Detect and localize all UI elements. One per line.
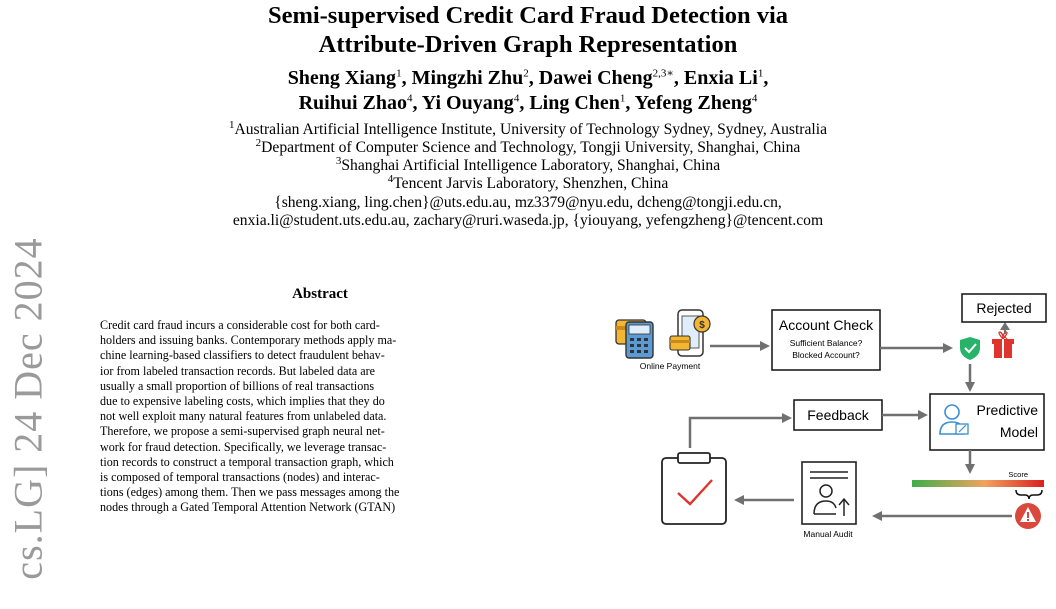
rejected-label: Rejected bbox=[976, 300, 1031, 316]
clipboard-check-icon bbox=[661, 452, 727, 525]
high-score-brace bbox=[1015, 489, 1043, 500]
fraud-detection-pipeline-figure: $ Online Payment Account Check Sufficien… bbox=[615, 293, 1047, 539]
abstract-heading: Abstract bbox=[292, 286, 348, 302]
abstract-line: tion records to construct a temporal tra… bbox=[100, 454, 394, 469]
score-label: Score bbox=[1008, 470, 1028, 479]
author-affiliation-marker: 4 bbox=[751, 92, 758, 105]
abstract-line: is composed of temporal transactions (no… bbox=[100, 470, 380, 485]
arrow-to-predictive-model bbox=[965, 364, 975, 392]
author-affiliation-marker: 1 bbox=[757, 67, 764, 80]
account-check-question-2: Blocked Account? bbox=[792, 350, 860, 360]
account-check-question-1: Sufficient Balance? bbox=[790, 338, 863, 348]
predictive-model-label-2: Model bbox=[1000, 424, 1038, 440]
rejected-box bbox=[961, 293, 1047, 323]
paper-title-line-2: Attribute-Driven Graph Representation bbox=[318, 31, 738, 58]
arrow-clipboard-to-feedback bbox=[688, 413, 792, 448]
author-name: Yefeng Zheng bbox=[634, 92, 752, 114]
abstract-line: not well exploit many natural features f… bbox=[100, 409, 387, 424]
author-name: Yi Ouyang bbox=[421, 92, 514, 114]
author-list-line-2: Ruihui Zhao4, Yi Ouyang4, Ling Chen1, Ye… bbox=[298, 92, 758, 114]
abstract-line: usually a small proportion of billions o… bbox=[100, 378, 375, 393]
manual-audit-label: Manual Audit bbox=[803, 529, 853, 539]
online-payment-label: Online Payment bbox=[640, 361, 701, 371]
feedback-box bbox=[793, 399, 883, 431]
abstract-line: ior from labeled transaction records. Bu… bbox=[100, 363, 376, 378]
email-line-1: {sheng.xiang, ling.chen}@uts.edu.au, mz3… bbox=[274, 194, 782, 211]
manual-audit-icon bbox=[801, 461, 857, 525]
affiliation-1: 1Australian Artificial Intelligence Inst… bbox=[229, 118, 827, 138]
author-name: Dawei Cheng bbox=[538, 67, 653, 89]
abstract-line: due to expensive labeling costs, which i… bbox=[100, 394, 385, 409]
paper-title-line-1: Semi-supervised Credit Card Fraud Detect… bbox=[267, 2, 789, 29]
author-affiliation-marker: 1 bbox=[396, 67, 402, 80]
author-affiliation-marker: 4 bbox=[513, 92, 520, 105]
author-name: Sheng Xiang bbox=[287, 67, 397, 89]
arrow-warning-to-audit bbox=[872, 511, 1012, 521]
abstract-line: tions (edges) among them. Then we pass m… bbox=[100, 485, 400, 500]
author-affiliation-marker: 1 bbox=[619, 92, 626, 105]
author-affiliation-marker: 2,3∗ bbox=[652, 67, 674, 80]
analyst-icon bbox=[939, 404, 969, 435]
abstract-line: nodes through a Gated Temporal Attention… bbox=[100, 500, 396, 515]
abstract-line: Credit card fraud incurs a considerable … bbox=[100, 318, 380, 332]
online-payment-icon: $ bbox=[615, 309, 711, 359]
affiliation-3: 3Shanghai Artificial Intelligence Labora… bbox=[335, 154, 721, 174]
author-name: Ruihui Zhao bbox=[298, 92, 407, 114]
arrow-model-to-score bbox=[965, 450, 975, 474]
abstract-body: Credit card fraud incurs a considerable … bbox=[100, 318, 540, 516]
arrow-check-to-decision bbox=[880, 343, 953, 353]
abstract-line: holders and issuing banks. Contemporary … bbox=[100, 333, 397, 348]
abstract-line: Therefore, we propose a semi-supervised … bbox=[100, 424, 385, 439]
email-line-2: enxia.li@student.uts.edu.au, zachary@rur… bbox=[232, 212, 824, 229]
arrow-audit-to-clipboard bbox=[734, 495, 794, 505]
author-name: Enxia Li bbox=[683, 67, 758, 89]
svg-text:$: $ bbox=[699, 320, 705, 331]
arrow-to-rejected bbox=[1000, 322, 1010, 334]
account-check-box bbox=[771, 309, 881, 371]
arrow-feedback-to-model bbox=[882, 410, 928, 420]
arrow-payment-to-check bbox=[710, 341, 770, 351]
rejected-reward-icon bbox=[992, 331, 1014, 358]
arxiv-stamp: cs.LG] 24 Dec 2024 bbox=[5, 237, 51, 580]
author-affiliation-marker: 2 bbox=[523, 67, 529, 80]
score-gradient-bar bbox=[912, 480, 1044, 487]
author-name: Ling Chen bbox=[529, 92, 620, 114]
feedback-label: Feedback bbox=[807, 407, 869, 423]
affiliation-4: 4Tencent Jarvis Laboratory, Shenzhen, Ch… bbox=[387, 172, 669, 192]
account-check-title: Account Check bbox=[779, 317, 874, 333]
abstract-line: chine learning-based classifiers to dete… bbox=[100, 348, 385, 363]
affiliation-2: 2Department of Computer Science and Tech… bbox=[255, 136, 801, 156]
author-affiliation-marker: 4 bbox=[406, 92, 413, 105]
author-list-line-1: Sheng Xiang1, Mingzhi Zhu2, Dawei Cheng2… bbox=[287, 67, 769, 89]
author-name: Mingzhi Zhu bbox=[411, 67, 524, 89]
abstract-line: work for fraud detection. Specifically, … bbox=[100, 439, 387, 454]
predictive-model-label-1: Predictive bbox=[977, 402, 1039, 418]
warning-icon bbox=[1015, 503, 1041, 529]
approved-shield-icon bbox=[960, 337, 980, 360]
